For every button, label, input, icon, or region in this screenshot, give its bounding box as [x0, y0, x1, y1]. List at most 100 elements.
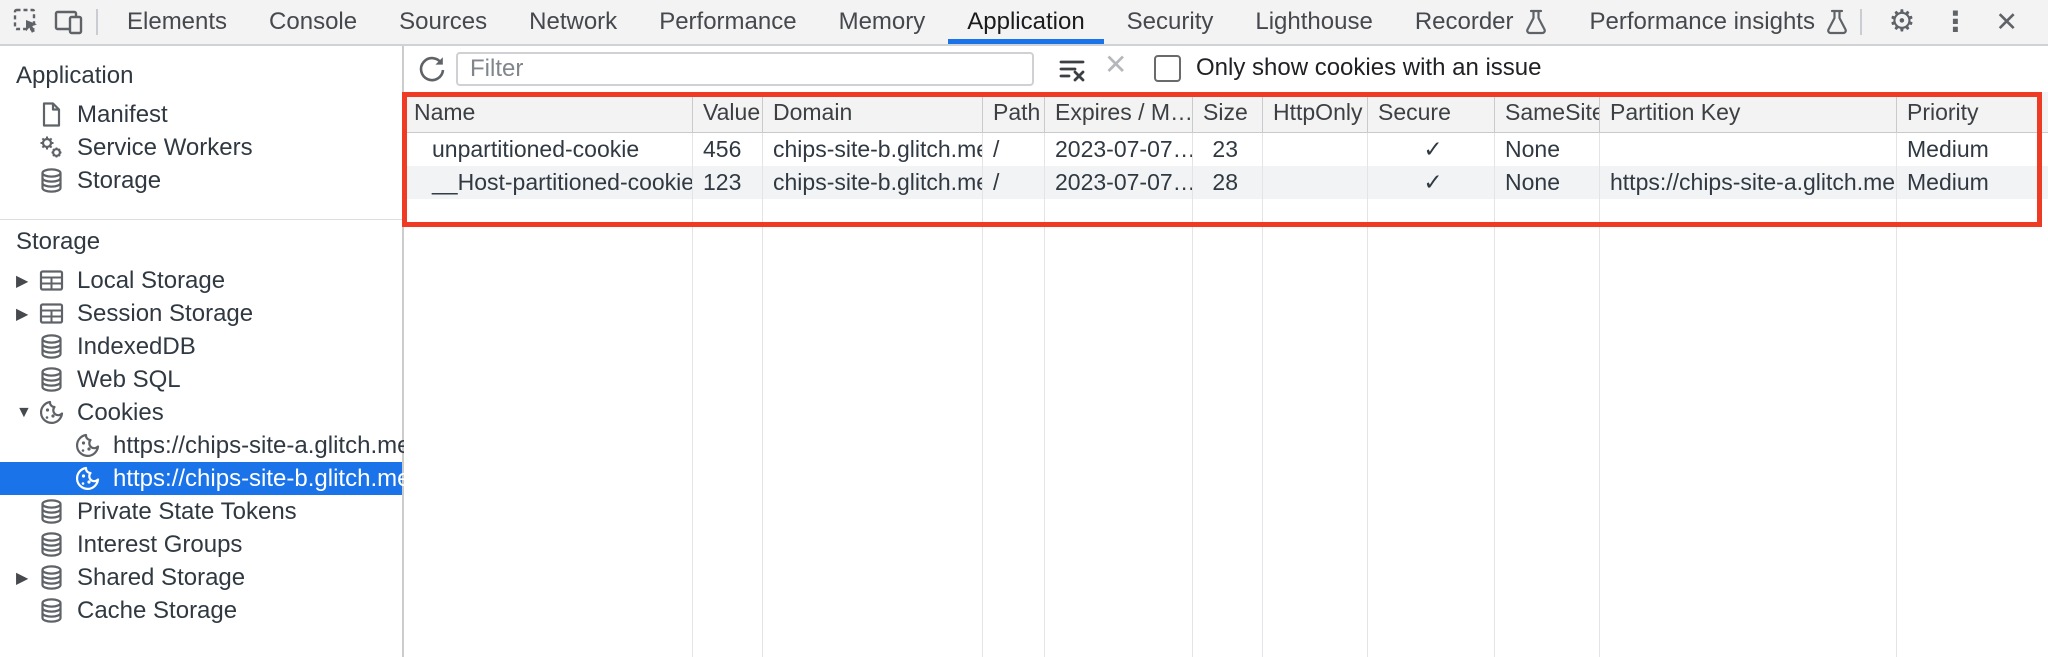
database-icon [38, 167, 65, 194]
cookie-row-cell-size[interactable]: 28 [1193, 166, 1263, 199]
delete-selected-icon[interactable]: ✕ [1104, 49, 1128, 80]
cookie-row-cell-path[interactable]: / [983, 166, 1045, 199]
table-icon [38, 300, 65, 327]
cookie-row-cell-secure[interactable]: ✓ [1368, 166, 1495, 199]
flask-icon [1825, 9, 1849, 36]
panel-tabs: Elements Console Sources Network Perform… [106, 0, 1870, 44]
sidebar-item-manifest[interactable]: Manifest [0, 98, 402, 131]
inspect-element-icon[interactable] [10, 5, 44, 39]
sidebar-item-private-state-tokens[interactable]: Private State Tokens [0, 495, 402, 528]
tab-network[interactable]: Network [529, 8, 618, 35]
chevron-collapsed-icon[interactable]: ▶ [16, 272, 29, 290]
application-sidebar: Application Manifest Service Workers Sto… [0, 46, 410, 657]
column-header-samesite[interactable]: SameSite [1495, 92, 1600, 133]
toolbar-divider [96, 9, 98, 35]
issues-checkbox[interactable] [1154, 55, 1181, 82]
cookie-row-cell-httponly[interactable] [1263, 133, 1368, 166]
sidebar-item-storage[interactable]: Storage [0, 164, 402, 197]
column-header-size[interactable]: Size [1193, 92, 1263, 133]
chevron-expanded-icon[interactable]: ▼ [16, 403, 32, 421]
cookie-row-cell-size[interactable]: 23 [1193, 133, 1263, 166]
tab-application[interactable]: Application [946, 0, 1105, 44]
sidebar-item-cookie-chips-site-b[interactable]: https://chips-site-b.glitch.me [0, 462, 410, 495]
database-icon [38, 531, 65, 558]
cookie-row-cell-domain[interactable]: chips-site-b.glitch.me [763, 166, 983, 199]
cookie-row-cell-partition-key[interactable]: https://chips-site-a.glitch.me [1600, 166, 1897, 199]
tab-performance-insights[interactable]: Performance insights [1569, 0, 1870, 44]
issues-checkbox-label[interactable]: Only show cookies with an issue [1196, 54, 1542, 81]
cookie-row-cell-secure[interactable]: ✓ [1368, 133, 1495, 166]
tab-console[interactable]: Console [269, 8, 358, 35]
tab-recorder[interactable]: Recorder [1394, 0, 1569, 44]
column-header-expires[interactable]: Expires / M… [1045, 92, 1193, 133]
sidebar-item-local-storage[interactable]: ▶ Local Storage [16, 266, 226, 294]
table-icon [38, 267, 65, 294]
clear-filter-icon[interactable] [1056, 53, 1088, 85]
table-empty-area [404, 199, 2048, 657]
column-header-partition-key[interactable]: Partition Key [1600, 92, 1897, 133]
cookie-icon [74, 465, 101, 492]
cookie-row-cell-value[interactable]: 456 [693, 133, 763, 166]
sidebar-item-session-storage[interactable]: ▶ Session Storage [16, 299, 254, 327]
column-header-path[interactable]: Path [983, 92, 1045, 133]
sidebar-item-shared-storage[interactable]: ▶ Shared Storage [16, 563, 246, 591]
tab-sources[interactable]: Sources [399, 8, 488, 35]
close-icon[interactable]: ✕ [1995, 7, 2018, 37]
flask-icon [1524, 9, 1548, 36]
database-icon [38, 333, 65, 360]
section-title-storage: Storage [16, 228, 101, 255]
database-icon [38, 597, 65, 624]
column-header-value[interactable]: Value [693, 92, 763, 133]
sidebar-item-indexeddb[interactable]: IndexedDB [0, 330, 402, 363]
cookie-row-cell-name[interactable]: unpartitioned-cookie [404, 133, 693, 166]
gear-icon[interactable]: ⚙ [1888, 5, 1916, 38]
tab-memory[interactable]: Memory [838, 8, 926, 35]
cookie-row-cell-samesite[interactable]: None [1495, 166, 1600, 199]
sidebar-section-divider [0, 219, 402, 220]
sidebar-item-cookies[interactable]: ▼ Cookies [16, 398, 164, 426]
column-header-secure[interactable]: Secure [1368, 92, 1495, 133]
kebab-menu-icon[interactable]: ⋮ [1941, 6, 1970, 37]
toolbar-divider [1860, 9, 1863, 35]
tab-lighthouse[interactable]: Lighthouse [1255, 8, 1373, 35]
chevron-collapsed-icon[interactable]: ▶ [16, 569, 29, 587]
sidebar-item-web-sql[interactable]: Web SQL [0, 363, 402, 396]
tab-elements[interactable]: Elements [127, 8, 228, 35]
sidebar-item-cache-storage[interactable]: Cache Storage [0, 594, 402, 627]
cookie-row-cell-priority[interactable]: Medium [1897, 133, 2048, 166]
cookie-row-cell-priority[interactable]: Medium [1897, 166, 2048, 199]
filter-input[interactable] [456, 52, 1034, 86]
database-icon [38, 366, 65, 393]
tab-performance[interactable]: Performance [659, 8, 797, 35]
database-icon [38, 564, 65, 591]
column-header-domain[interactable]: Domain [763, 92, 983, 133]
cookie-row-cell-name[interactable]: __Host-partitioned-cookie [404, 166, 693, 199]
cookies-toolbar: ✕ Only show cookies with an issue [404, 46, 2048, 92]
cookie-row-cell-partition-key[interactable] [1600, 133, 1897, 166]
section-title-application: Application [16, 62, 134, 89]
chevron-collapsed-icon[interactable]: ▶ [16, 305, 29, 323]
manifest-file-icon [38, 101, 65, 128]
tab-security[interactable]: Security [1126, 8, 1214, 35]
cookie-row-cell-expires[interactable]: 2023-07-07… [1045, 166, 1193, 199]
toolbar-right-controls: ⚙ ⋮ ✕ [1860, 0, 2048, 44]
sidebar-item-interest-groups[interactable]: Interest Groups [0, 528, 402, 561]
cookie-row-cell-samesite[interactable]: None [1495, 133, 1600, 166]
cookie-row-cell-expires[interactable]: 2023-07-07… [1045, 133, 1193, 166]
cookies-table: Name Value Domain Path Expires / M… Size… [404, 92, 2048, 199]
cookie-icon [74, 432, 101, 459]
column-header-httponly[interactable]: HttpOnly [1263, 92, 1368, 133]
sidebar-item-cookie-chips-site-a[interactable]: https://chips-site-a.glitch.me [0, 429, 410, 462]
column-header-name[interactable]: Name [404, 92, 693, 133]
refresh-icon[interactable] [416, 54, 448, 86]
device-toolbar-icon[interactable] [52, 5, 86, 39]
cookie-row-cell-domain[interactable]: chips-site-b.glitch.me [763, 133, 983, 166]
sidebar-item-service-workers[interactable]: Service Workers [0, 131, 402, 164]
column-header-priority[interactable]: Priority [1897, 92, 2048, 133]
cookie-row-cell-path[interactable]: / [983, 133, 1045, 166]
cookie-row-cell-httponly[interactable] [1263, 166, 1368, 199]
service-workers-icon [38, 134, 65, 161]
devtools-toolbar: Elements Console Sources Network Perform… [0, 0, 2048, 46]
cookie-row-cell-value[interactable]: 123 [693, 166, 763, 199]
